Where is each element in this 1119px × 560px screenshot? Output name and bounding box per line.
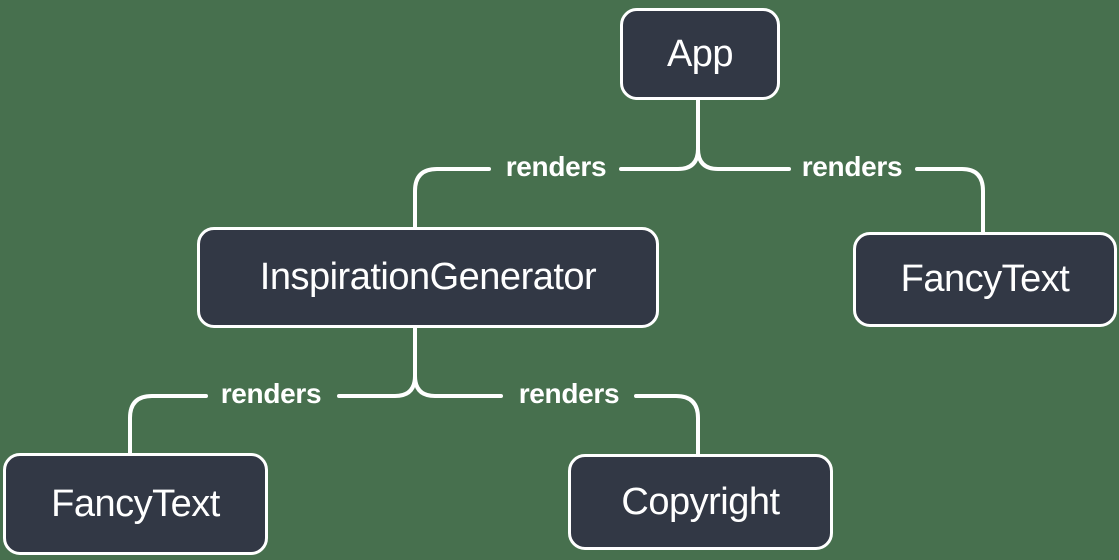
edge-app-inspirationgenerator-tail — [413, 167, 491, 229]
edge-app-inspirationgenerator-stem — [619, 98, 700, 171]
node-inspiration-generator-label: InspirationGenerator — [259, 256, 597, 298]
edge-inspirationgenerator-copyright-stem — [413, 326, 503, 398]
node-copyright-label: Copyright — [621, 480, 780, 523]
edge-label-inspirationgenerator-copyright: renders — [518, 378, 620, 409]
edge-label-inspirationgenerator-fancytext: renders — [220, 378, 322, 409]
edge-inspirationgenerator-copyright-tail — [634, 394, 700, 456]
node-copyright: Copyright — [568, 454, 833, 550]
node-inspiration-generator: InspirationGenerator — [197, 227, 659, 328]
node-fancy-text-top-right-label: FancyText — [900, 258, 1070, 300]
node-fancy-text-bottom-left-label: FancyText — [51, 482, 220, 525]
node-app: App — [620, 8, 780, 100]
edge-app-fancytext-tail — [915, 167, 985, 234]
node-fancy-text-top-right: FancyText — [853, 232, 1117, 327]
edge-inspirationgenerator-fancytext-tail — [128, 394, 208, 455]
edge-label-app-inspirationgenerator: renders — [505, 151, 607, 182]
edge-label-app-fancytext: renders — [801, 151, 903, 182]
node-fancy-text-bottom-left: FancyText — [3, 453, 268, 555]
edge-inspirationgenerator-fancytext-stem — [337, 326, 417, 398]
node-app-label: App — [666, 32, 734, 75]
edge-app-fancytext-stem — [696, 98, 791, 171]
